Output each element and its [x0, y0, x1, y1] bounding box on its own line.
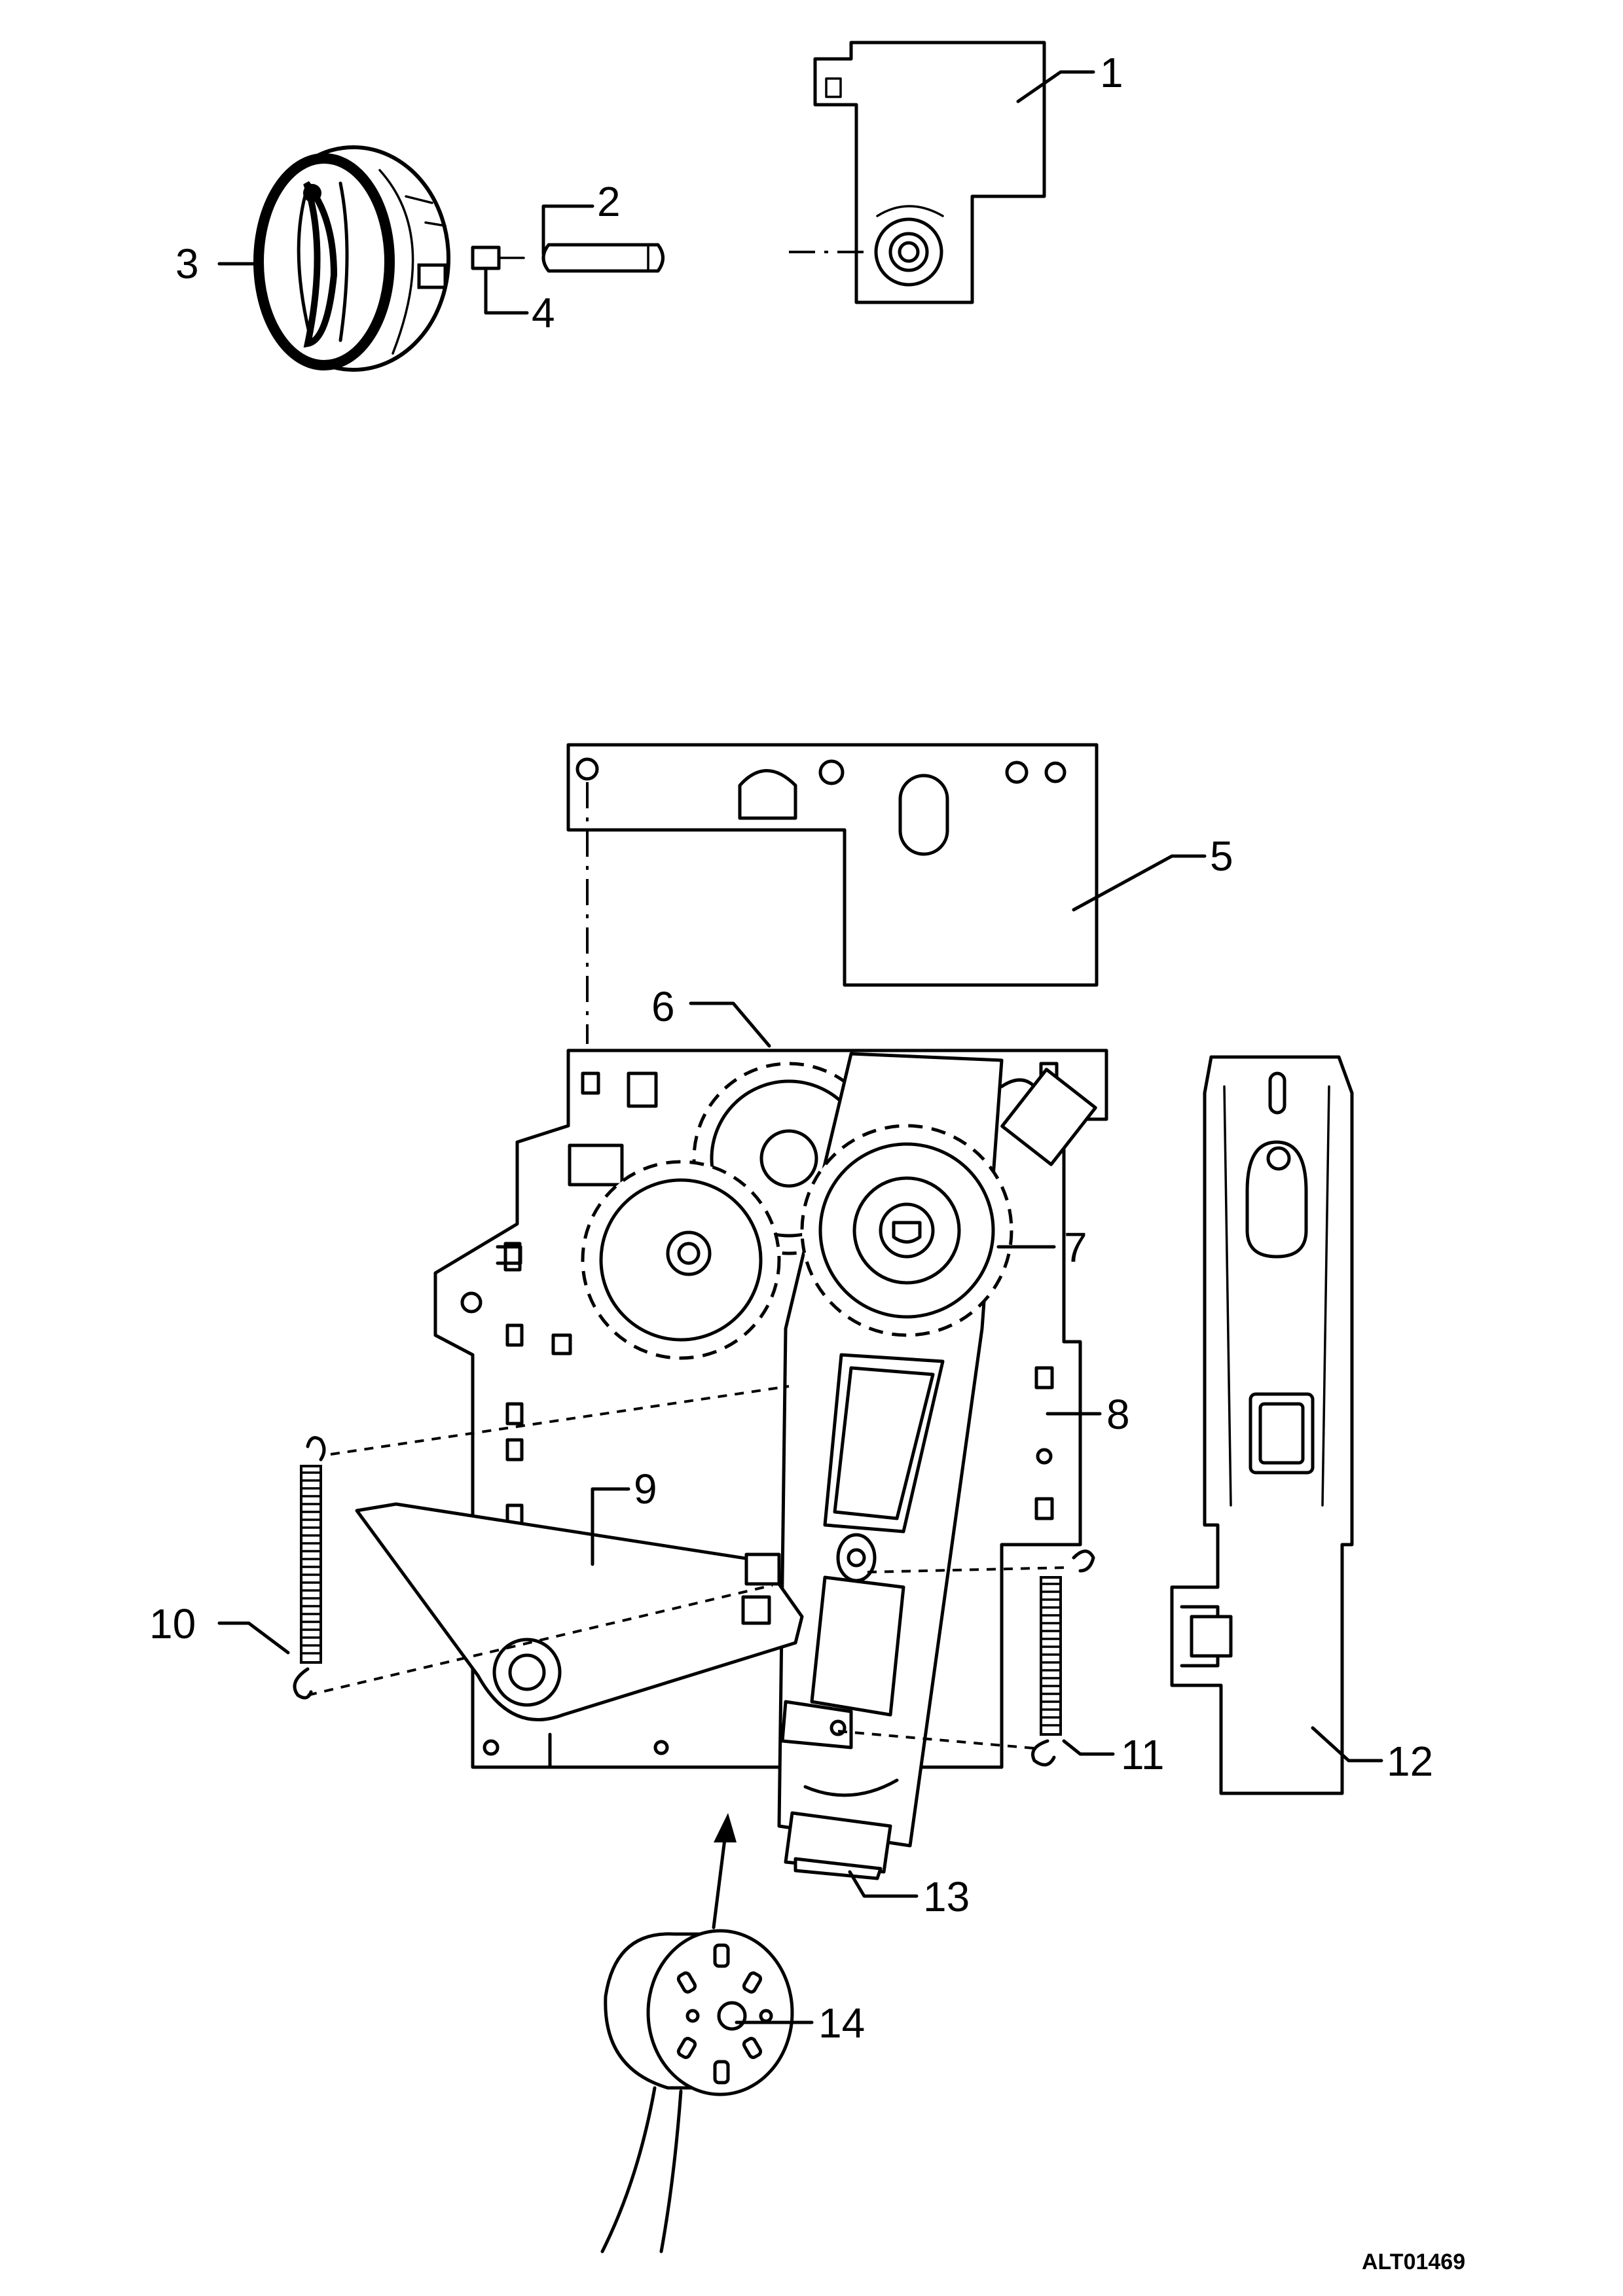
part-7-gear — [800, 1124, 1013, 1337]
callout-4: 4 — [532, 289, 555, 336]
callout-14: 14 — [818, 2000, 865, 2047]
callout-13: 13 — [923, 1873, 970, 1920]
callout-2: 2 — [597, 178, 621, 225]
part-2-shaft — [541, 243, 665, 273]
callout-7: 7 — [1064, 1224, 1087, 1271]
part-3-knob — [253, 145, 450, 372]
callout-5: 5 — [1210, 833, 1233, 880]
part-5-plate — [566, 743, 1099, 987]
part-10-spring — [293, 1436, 326, 1700]
part-1-bracket — [813, 41, 1046, 304]
callout-9: 9 — [634, 1465, 657, 1513]
left-gear — [581, 1160, 781, 1360]
leader-lines — [217, 70, 1383, 2024]
part-12-slide — [1170, 1055, 1354, 1795]
callout-3: 3 — [175, 240, 199, 287]
callout-8: 8 — [1106, 1391, 1130, 1438]
terminal-tabs — [496, 1143, 624, 1527]
figure-code: ALT01469 — [1362, 2250, 1465, 2274]
callout-10: 10 — [149, 1600, 196, 1647]
callout-11: 11 — [1121, 1731, 1164, 1778]
callout-1: 1 — [1100, 49, 1123, 96]
part-14-motor — [600, 1929, 794, 2253]
callout-6: 6 — [651, 983, 675, 1030]
part-4-sleeve — [471, 245, 525, 270]
part-9-lever — [355, 1502, 804, 1721]
part-11-spring — [1031, 1549, 1095, 1767]
callout-12: 12 — [1387, 1738, 1433, 1785]
